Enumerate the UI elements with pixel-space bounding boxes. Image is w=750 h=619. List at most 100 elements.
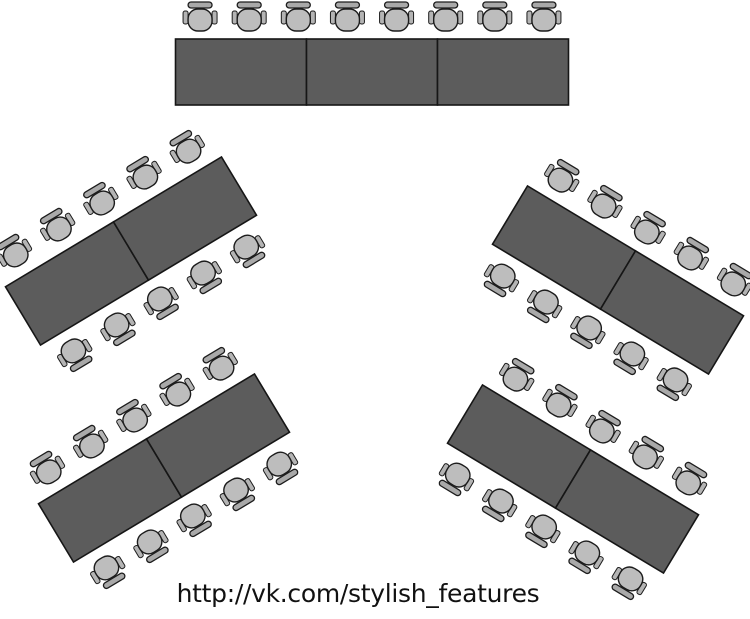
- chair: [29, 450, 66, 485]
- chair-seat: [2, 242, 29, 268]
- chair-backrest: [684, 461, 708, 479]
- chair: [202, 346, 238, 381]
- chair-seat: [179, 503, 206, 529]
- chair-backrest: [611, 583, 635, 601]
- chair-seat: [502, 366, 529, 392]
- chair-backrest: [232, 494, 256, 512]
- chair: [186, 260, 223, 295]
- chair-seat: [574, 540, 601, 566]
- chair-seat: [482, 8, 508, 32]
- chair-seat: [93, 555, 120, 581]
- chair-seat: [432, 8, 459, 32]
- chair-backrest: [156, 303, 179, 321]
- chair: [262, 451, 299, 486]
- chair: [428, 1, 464, 32]
- chair-backrest: [598, 409, 621, 427]
- chair: [176, 503, 212, 538]
- chair-backrest: [556, 158, 580, 176]
- chair: [499, 357, 535, 392]
- chair-seat: [208, 355, 235, 381]
- chair-armrest: [358, 10, 365, 25]
- chair-seat: [79, 433, 105, 459]
- chair-seat: [35, 459, 62, 485]
- table-group-top-row: [174, 1, 570, 106]
- chair-seat: [619, 341, 646, 367]
- table-group-left-lower: [29, 346, 299, 590]
- chair-armrest: [457, 10, 464, 25]
- chair-armrest: [477, 10, 484, 25]
- chair-seat: [444, 462, 471, 488]
- chair: [133, 529, 169, 564]
- chair-seat: [187, 8, 213, 32]
- chair: [229, 234, 266, 269]
- chair-armrest: [408, 10, 415, 25]
- chair-seat: [190, 260, 216, 286]
- chair: [231, 1, 267, 32]
- chair: [219, 477, 256, 512]
- chair: [587, 184, 623, 219]
- chair-seat: [233, 234, 260, 260]
- chair-backrest: [613, 358, 636, 376]
- chair: [72, 424, 109, 459]
- chair-backrest: [481, 505, 505, 523]
- chair-seat: [136, 529, 163, 555]
- chair-seat: [531, 514, 558, 540]
- chair-seat: [545, 392, 572, 418]
- chair-seat: [266, 451, 293, 477]
- chair-backrest: [438, 479, 462, 497]
- chair-seat: [588, 418, 615, 444]
- table: [305, 38, 439, 106]
- chair-armrest: [309, 10, 316, 25]
- chair-backrest: [531, 1, 557, 9]
- chair-backrest: [482, 1, 508, 9]
- chair-seat: [531, 8, 557, 32]
- chair-backrest: [83, 181, 106, 199]
- chair-backrest: [102, 572, 126, 590]
- chair: [542, 383, 578, 418]
- chair-backrest: [116, 398, 139, 416]
- chair: [525, 514, 561, 549]
- chair-backrest: [334, 1, 361, 9]
- chair: [100, 312, 136, 347]
- chair-backrest: [189, 520, 212, 538]
- url-caption: http://vk.com/stylish_features: [176, 579, 540, 608]
- chair-seat: [489, 263, 516, 289]
- chair: [585, 409, 621, 444]
- chair: [481, 488, 518, 523]
- chair-seat: [547, 167, 574, 193]
- chair: [483, 263, 520, 298]
- chair-seat: [633, 219, 660, 245]
- chair-backrest: [69, 355, 93, 373]
- chair-seat: [60, 338, 87, 364]
- chair-seat: [165, 381, 192, 407]
- chair: [39, 207, 76, 242]
- chair-backrest: [729, 262, 750, 280]
- chair: [90, 555, 126, 590]
- chair-backrest: [383, 1, 410, 9]
- chair: [169, 129, 205, 164]
- chair-backrest: [568, 557, 591, 575]
- chair: [83, 181, 119, 216]
- chair: [628, 435, 665, 470]
- chair-backrest: [169, 129, 193, 147]
- table: [112, 155, 258, 282]
- chair-backrest: [483, 280, 507, 298]
- chair-seat: [383, 8, 410, 32]
- chair-backrest: [126, 155, 149, 173]
- chair-backrest: [242, 251, 266, 269]
- chair-seat: [632, 444, 658, 470]
- chair-backrest: [656, 384, 680, 402]
- chair-armrest: [260, 10, 267, 25]
- chair: [570, 315, 606, 350]
- chair-backrest: [146, 546, 169, 564]
- chair-backrest: [511, 357, 535, 375]
- chair-armrest: [555, 10, 562, 25]
- chair-backrest: [159, 372, 182, 390]
- chair-backrest: [0, 233, 20, 251]
- chair-seat: [146, 286, 173, 312]
- chair-seat: [720, 271, 747, 297]
- chair: [57, 338, 93, 373]
- chair-armrest: [182, 10, 189, 25]
- table-group-right-upper: [483, 158, 750, 402]
